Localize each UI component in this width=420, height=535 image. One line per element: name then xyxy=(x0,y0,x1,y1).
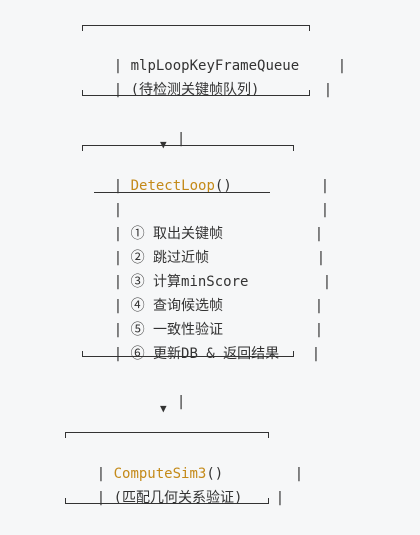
right-pipe: | xyxy=(323,82,333,98)
step-row-right: | xyxy=(314,298,324,314)
detect-box-bottom-border xyxy=(82,351,294,357)
connector-1-arrow: ▼ xyxy=(160,138,167,151)
queue-box-bottom-border xyxy=(82,90,310,96)
step-label: ② 跳过近帧 xyxy=(130,250,210,266)
queue-subtitle: (待检测关键帧队列) xyxy=(130,82,260,98)
queue-box-row-2-right: | xyxy=(290,63,332,98)
queue-box-top-border xyxy=(82,25,310,31)
left-pipe: | xyxy=(113,178,123,194)
step-row-right: | xyxy=(314,226,324,242)
connector-1-pipe: | xyxy=(176,131,186,147)
sim3-box-subtitle-row-right: | xyxy=(275,490,285,506)
step-row: | ② 跳过近帧 xyxy=(113,250,210,266)
compute-sim3-func-name: ComputeSim3 xyxy=(113,466,207,482)
queue-box-row-2: | (待检测关键帧队列) xyxy=(80,63,260,98)
step-row: | ⑥ 更新DB & 返回结果 xyxy=(113,346,280,362)
step-row-right: | xyxy=(311,346,321,362)
step-label: ③ 计算minScore xyxy=(130,274,249,290)
step-label: ⑥ 更新DB & 返回结果 xyxy=(130,346,280,362)
step-row-right: | xyxy=(322,274,332,290)
left-pipe: | xyxy=(113,58,123,74)
detect-box-top-border xyxy=(82,145,294,151)
step-row-right: | xyxy=(314,322,324,338)
step-row: | ⑤ 一致性验证 xyxy=(113,322,224,338)
step-label: ① 取出关键帧 xyxy=(130,226,224,242)
detect-box-rule-row-right: | xyxy=(320,202,330,218)
detect-box-rule-row: | xyxy=(113,202,123,218)
detect-loop-parens: () xyxy=(214,178,232,194)
detect-box-title-row-right: | xyxy=(320,178,330,194)
step-row: | ③ 计算minScore xyxy=(113,274,249,290)
step-row: | ① 取出关键帧 xyxy=(113,226,224,242)
detect-loop-func-name: DetectLoop xyxy=(130,178,215,194)
detect-box-separator xyxy=(94,192,270,193)
compute-sim3-parens: () xyxy=(206,466,224,482)
step-label: ⑤ 一致性验证 xyxy=(130,322,224,338)
queue-box-row-1: | mlpLoopKeyFrameQueue xyxy=(80,39,299,74)
right-pipe: | xyxy=(337,58,347,74)
sim3-box-title-row: | ComputeSim3() xyxy=(96,466,224,482)
queue-box-row-1-right: | xyxy=(304,39,346,74)
compute-sim3-subtitle: (匹配几何关系验证) xyxy=(113,490,243,506)
left-pipe: | xyxy=(113,82,123,98)
step-row: | ④ 查询候选帧 xyxy=(113,298,224,314)
connector-2-arrow: ▼ xyxy=(160,402,167,415)
connector-2-pipe: | xyxy=(176,394,186,410)
step-row-right: | xyxy=(316,250,326,266)
sim3-box-top-border xyxy=(65,432,269,438)
sim3-box-subtitle-row: | (匹配几何关系验证) xyxy=(96,490,243,506)
sim3-box-bottom-border xyxy=(65,498,269,504)
detect-box-title-row: | DetectLoop() xyxy=(80,159,232,194)
queue-title: mlpLoopKeyFrameQueue xyxy=(130,58,300,74)
step-label: ④ 查询候选帧 xyxy=(130,298,224,314)
sim3-box-title-row-right: | xyxy=(294,466,304,482)
